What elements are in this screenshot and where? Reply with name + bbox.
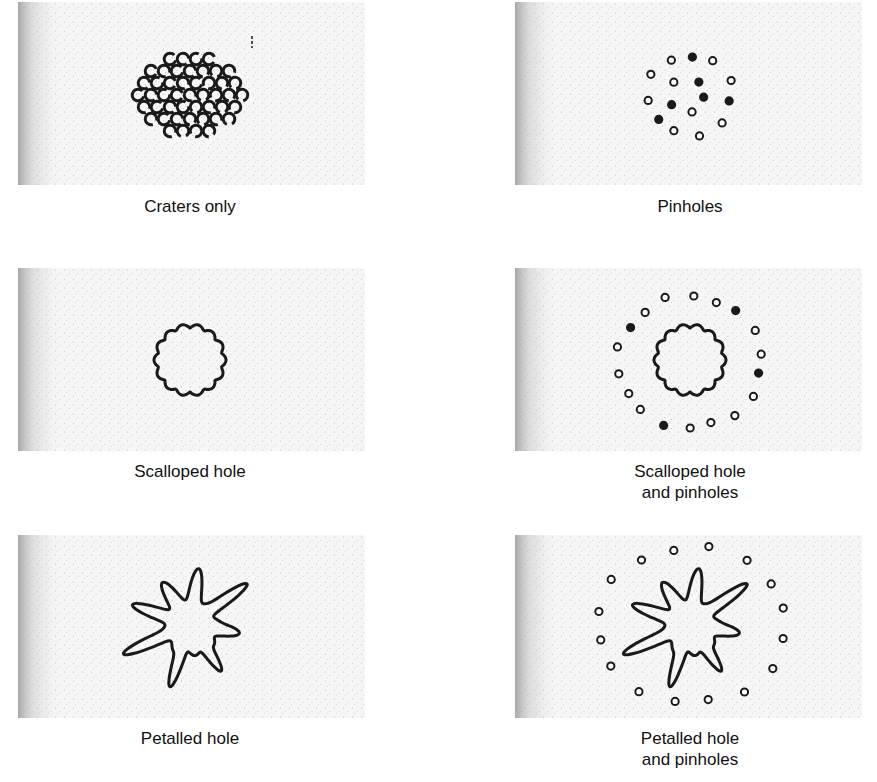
crater [196, 88, 211, 102]
pinhole [700, 94, 707, 101]
pinhole-ring [595, 543, 787, 705]
specimen-panel [18, 268, 365, 451]
pinhole [690, 292, 697, 299]
panel-caption: Scalloped hole and pinholes [628, 461, 753, 503]
crater [202, 124, 217, 139]
panel-edge [18, 535, 365, 718]
pinhole [719, 119, 726, 126]
pinhole [637, 406, 644, 413]
crater [189, 124, 204, 139]
crater [215, 100, 230, 114]
pinhole [635, 688, 642, 695]
crater [163, 124, 178, 139]
panel-edge [515, 535, 862, 718]
panel-caption: Pinholes [657, 196, 722, 217]
panel-ground [515, 535, 862, 718]
crater-cluster [131, 52, 250, 139]
pinhole [687, 424, 694, 431]
pinhole [647, 71, 654, 78]
pinhole [741, 688, 748, 695]
pinhole [705, 696, 712, 703]
pinhole [638, 556, 645, 563]
pinhole [707, 419, 714, 426]
pinhole [672, 698, 679, 705]
pinhole [627, 324, 634, 331]
panel-caption: Petalled hole [141, 728, 239, 749]
pinhole [668, 57, 675, 64]
pinhole [660, 422, 667, 429]
pinhole [688, 108, 695, 115]
pinhole [731, 412, 738, 419]
pinhole [670, 547, 677, 554]
pinhole [728, 77, 735, 84]
pinhole [625, 390, 632, 397]
specimen-panel [18, 2, 365, 185]
pinhole [615, 370, 622, 377]
pinhole [780, 635, 787, 642]
pinhole [752, 327, 759, 334]
pinhole [670, 127, 677, 134]
panel-caption: Petalled hole and pinholes [633, 728, 748, 770]
panel-ground [18, 535, 365, 718]
petalled-hole [123, 569, 247, 687]
panel-ground [18, 2, 365, 185]
pinhole [726, 97, 733, 104]
pinhole [595, 608, 602, 615]
specimen-panel [515, 268, 862, 451]
pinhole-group [645, 53, 735, 139]
specimen-panel [515, 535, 862, 718]
petalled-hole [623, 569, 747, 687]
pinhole [670, 79, 677, 86]
pinhole [743, 557, 750, 564]
pinhole [662, 294, 669, 301]
specimen-panel [18, 535, 365, 718]
pinhole [614, 343, 621, 350]
pinhole [655, 116, 662, 123]
pinhole [769, 665, 776, 672]
pinhole [689, 53, 696, 60]
pinhole [713, 299, 720, 306]
pinhole [607, 662, 614, 669]
pinhole [642, 309, 649, 316]
crater [222, 112, 237, 126]
pinhole [705, 543, 712, 550]
pinhole [668, 101, 675, 108]
scalloped-hole [154, 325, 226, 395]
pinhole [750, 393, 757, 400]
pinhole-ring [614, 292, 765, 431]
pinhole [758, 351, 765, 358]
panel-edge [18, 268, 365, 451]
panel-edge [18, 2, 365, 185]
pinhole [695, 78, 702, 85]
crack-mark [251, 36, 253, 48]
pinhole [755, 370, 762, 377]
crater [144, 112, 159, 127]
scalloped-hole [654, 325, 726, 395]
pinhole [709, 57, 716, 64]
crater [176, 124, 191, 138]
panel-ground [515, 2, 862, 185]
panel-edge [515, 268, 862, 451]
pinhole [645, 97, 652, 104]
panel-ground [18, 268, 365, 451]
pinhole [597, 636, 604, 643]
specimen-panel [515, 2, 862, 185]
panel-ground [515, 268, 862, 451]
panel-caption: Craters only [144, 196, 236, 217]
pinhole [780, 604, 787, 611]
panel-edge [515, 2, 862, 185]
pinhole [608, 576, 615, 583]
pinhole [696, 132, 703, 139]
pinhole [732, 307, 739, 314]
panel-caption: Scalloped hole [134, 461, 246, 482]
pinhole [768, 580, 775, 587]
